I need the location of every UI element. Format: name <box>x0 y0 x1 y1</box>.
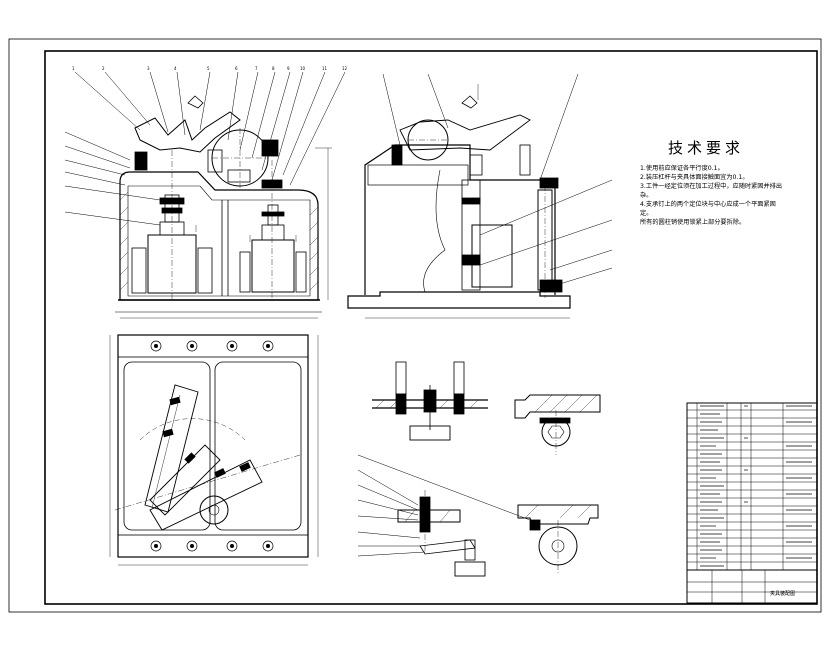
svg-text:3: 3 <box>147 66 150 71</box>
svg-text:11: 11 <box>322 66 328 71</box>
drawing-title: 夹具装配图 <box>770 591 796 597</box>
requirement-note: 2.装压杠杆与夹具体面接触面宜为0.1。 <box>640 174 749 181</box>
svg-text:4: 4 <box>174 66 177 71</box>
svg-text:9: 9 <box>287 66 290 71</box>
side-view <box>347 73 613 319</box>
requirement-note: 4.支承钉上的两个定位块与中心应成一个平面紧固 <box>640 201 776 208</box>
requirement-note: 定。 <box>640 210 653 217</box>
svg-text:7: 7 <box>255 66 258 71</box>
svg-text:1: 1 <box>72 66 75 71</box>
svg-text:2: 2 <box>102 66 105 71</box>
requirement-note: 3.工件一经定位须在加工过程中，应随时紧固并排出 <box>640 183 783 190</box>
technical-requirements-title: 技术要求 <box>668 139 745 157</box>
outer-frame <box>8 38 822 613</box>
svg-text:12: 12 <box>342 66 348 71</box>
section-a-a <box>372 361 488 441</box>
requirement-note: 1.使用前应保证各平行度0.1。 <box>640 165 724 172</box>
top-view <box>109 334 319 566</box>
svg-text:6: 6 <box>235 66 238 71</box>
inner-frame <box>44 50 818 605</box>
section-b-b <box>514 394 601 455</box>
requirement-note: 杂。 <box>640 192 653 199</box>
section-d-d <box>517 504 599 575</box>
section-c-c <box>357 454 531 577</box>
requirement-note: 所有的圆柱销使用锁紧上部分要拆除。 <box>640 219 746 226</box>
svg-text:10: 10 <box>300 66 306 71</box>
svg-text:5: 5 <box>207 66 210 71</box>
parts-list <box>686 402 818 604</box>
svg-text:8: 8 <box>272 66 275 71</box>
